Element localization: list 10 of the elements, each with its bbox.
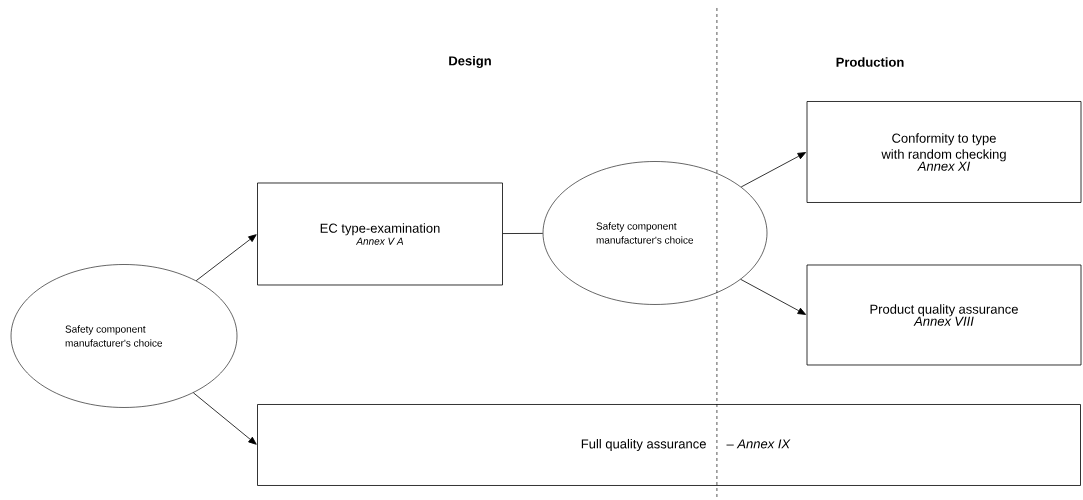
procedure-box: Conformity to type with random checking Annex XI bbox=[806, 101, 1082, 203]
arrow bbox=[195, 234, 257, 282]
procedure-box: Full quality assurance – Annex IX bbox=[257, 404, 1081, 486]
column-heading: Design bbox=[449, 55, 491, 69]
column-heading: Production bbox=[836, 57, 904, 67]
arrow bbox=[192, 392, 257, 445]
arrow bbox=[740, 278, 807, 315]
arrow bbox=[740, 152, 807, 188]
procedure-box: Product quality assurance Annex VIII bbox=[806, 264, 1082, 366]
procedure-box: EC type-examination Annex V A bbox=[257, 182, 503, 286]
